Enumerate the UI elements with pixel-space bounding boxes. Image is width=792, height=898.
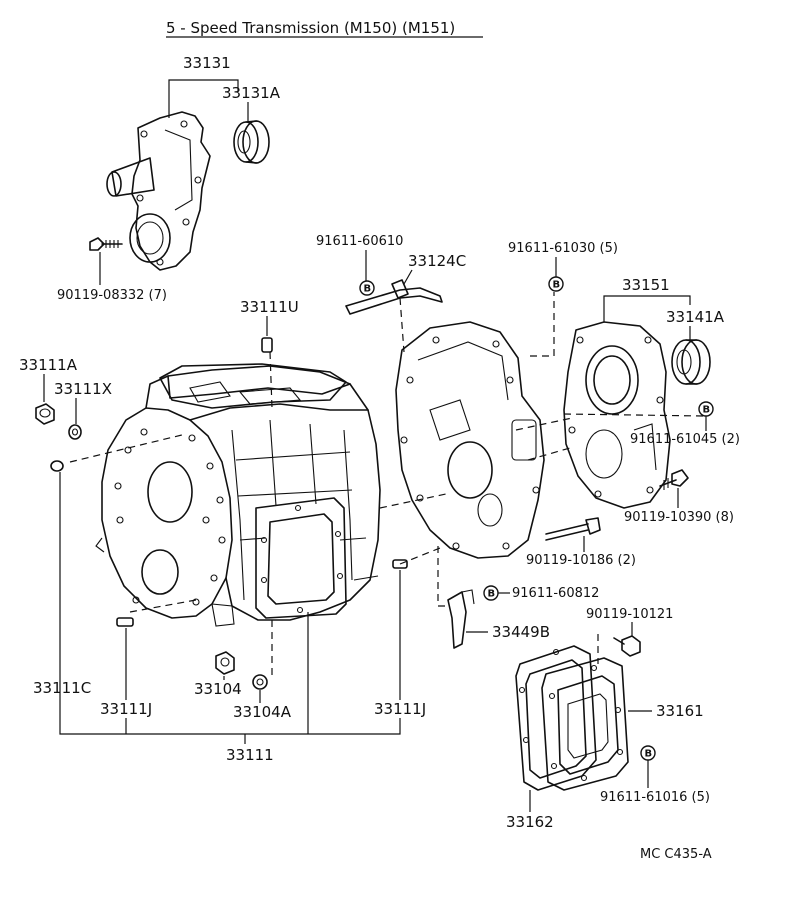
label-90119-10390: 90119-10390 (8) — [624, 510, 734, 525]
label-33151: 33151 — [622, 276, 670, 294]
svg-text:B: B — [645, 749, 653, 760]
label-91611-60610: 91611-60610 — [316, 234, 403, 249]
assembly-line-1 — [69, 433, 187, 463]
assembly-line-12 — [530, 292, 555, 357]
assembly-line-11 — [563, 413, 705, 417]
washer-33104A — [252, 674, 268, 690]
svg-text:B: B — [553, 280, 561, 291]
label-33124C: 33124C — [408, 252, 466, 270]
assembly-line-3 — [269, 351, 273, 409]
nut-33104 — [215, 651, 235, 675]
gasket-33111X — [68, 424, 82, 440]
label-90119-10186: 90119-10186 (2) — [526, 553, 636, 568]
oil-seal-33141A — [671, 339, 711, 385]
callout-b-4: B — [483, 585, 499, 601]
label-33449B: 33449B — [492, 623, 550, 641]
label-33111J-right: 33111J — [374, 700, 426, 718]
plug-33111A — [35, 403, 55, 425]
diagram-code: MC C435-A — [640, 847, 712, 862]
leader-33151 — [603, 295, 691, 322]
label-33104A: 33104A — [233, 703, 292, 721]
assembly-line-7 — [399, 297, 405, 353]
gasket-33162 — [515, 645, 597, 791]
label-90119-10121: 90119-10121 — [586, 607, 673, 622]
diagram-title: 5 - Speed Transmission (M150) (M151) — [166, 19, 455, 37]
leader-33131 — [168, 79, 239, 118]
extension-housing-33131 — [106, 111, 211, 271]
svg-text:B: B — [364, 284, 372, 295]
lock-plate-33124C — [345, 279, 443, 315]
bolt-90119-10390 — [659, 469, 689, 490]
bolt-90119-10186 — [545, 517, 601, 541]
assembly-line-9 — [515, 417, 573, 431]
callout-b-2: B — [548, 276, 564, 292]
label-33111X: 33111X — [54, 380, 112, 398]
assembly-line-8 — [437, 546, 450, 607]
leader-33124C — [403, 269, 413, 285]
bracket-33111 — [59, 472, 401, 735]
label-91611-61030: 91611-61030 (5) — [508, 241, 618, 256]
pin-33111J-right — [392, 559, 408, 569]
callout-b-3: B — [698, 401, 714, 417]
label-33141A: 33141A — [666, 308, 725, 326]
transmission-case-33111 — [95, 363, 381, 627]
label-33161: 33161 — [656, 702, 704, 720]
label-91611-61016: 91611-61016 (5) — [600, 790, 710, 805]
dowel-33111C — [50, 460, 64, 472]
label-33104: 33104 — [194, 680, 242, 698]
oil-seal-33131A — [233, 120, 270, 164]
label-90119-08332: 90119-08332 (7) — [57, 288, 167, 303]
assembly-line-6 — [399, 547, 441, 565]
label-33131A: 33131A — [222, 84, 281, 102]
label-33111J-left: 33111J — [100, 700, 152, 718]
clamp-33449B — [447, 589, 475, 649]
label-33111U: 33111U — [240, 298, 299, 316]
cover-33161 — [541, 657, 629, 791]
intermediate-plate — [395, 321, 545, 559]
label-33162: 33162 — [506, 813, 554, 831]
callout-b-1: B — [359, 280, 375, 296]
label-33131: 33131 — [183, 54, 231, 72]
label-33111C: 33111C — [33, 679, 91, 697]
label-33111: 33111 — [226, 746, 274, 764]
assembly-line-10 — [527, 447, 571, 461]
pin-33111J-left — [116, 617, 134, 627]
dowel-pin-33111U — [261, 337, 273, 353]
svg-text:B: B — [488, 589, 496, 600]
label-33111A: 33111A — [19, 356, 78, 374]
label-91611-60812: 91611-60812 — [512, 586, 599, 601]
bolt-90119-08332 — [89, 237, 123, 251]
bolt-90119-10121 — [613, 635, 641, 657]
label-91611-61045: 91611-61045 (2) — [630, 432, 740, 447]
callout-b-5: B — [640, 745, 656, 761]
svg-text:B: B — [703, 405, 711, 416]
adapter-housing-33151 — [563, 321, 671, 509]
